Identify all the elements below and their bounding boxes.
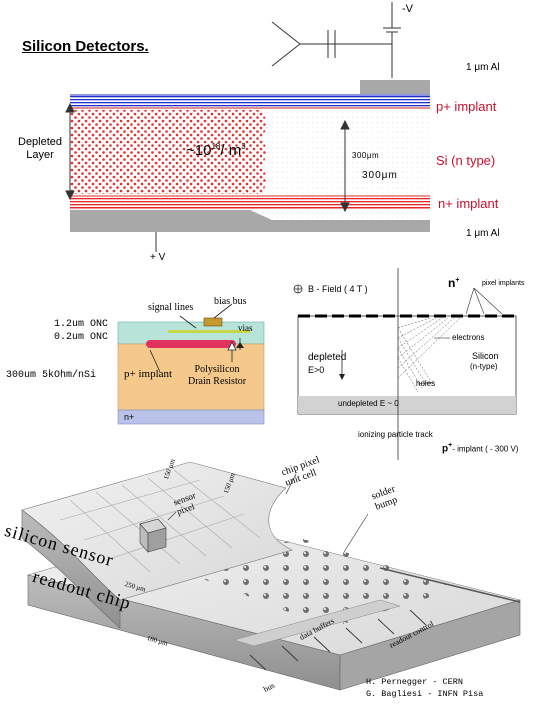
bottom-n-layer	[117, 409, 265, 425]
module-svg	[21, 461, 522, 691]
resistor-label-line2: Drain Resistor	[188, 376, 247, 387]
undepleted-label: undepleted E ~ 0	[338, 399, 399, 408]
p-implant-label: p+ implant	[436, 99, 497, 114]
layer-1-label: 1.2um ONC	[54, 319, 109, 330]
al-bottom-label: 1 μm Al	[466, 228, 500, 239]
n-implant-layer	[70, 196, 430, 208]
depleted-layer-label-line1: Depleted	[18, 136, 63, 148]
credit-line-2: G. Bagliesi - INFN Pisa	[366, 689, 484, 699]
silicon-label: Silicon	[472, 351, 499, 361]
bias-bus-bar	[203, 317, 223, 327]
thickness-small-label: 300μm	[352, 151, 380, 160]
signal-lines-label: signal lines	[148, 302, 194, 313]
doping-unit-exponent: 3	[241, 142, 246, 151]
bulk-label: 300um 5kOhm/nSi	[6, 370, 97, 381]
plus-v-label: + V	[150, 252, 166, 263]
e-field-label: E>0	[308, 365, 325, 375]
n-plus-field-sup: +	[455, 277, 460, 284]
doping-density-label: ~1018/ m3	[186, 142, 246, 159]
al-top-label: 1 μm Al	[466, 62, 500, 73]
page-title: Silicon Detectors.	[22, 38, 149, 55]
depleted-layer-arrow	[65, 102, 75, 201]
depleted-layer-label-line2: Layer	[26, 149, 54, 161]
credit-line-1: H. Pernegger - CERN	[366, 677, 463, 687]
depleted-field-label: depleted	[308, 352, 347, 363]
sensor-side	[21, 509, 121, 629]
layer-2-label: 0.2um ONC	[54, 332, 109, 343]
bias-bus-label: bias bus	[214, 296, 247, 307]
n-implant-label: n+ implant	[438, 196, 499, 211]
p-plus-field-text: p	[442, 443, 449, 455]
n-plus-cell-label: n+	[124, 412, 135, 422]
track-label: ionizing particle track	[358, 430, 433, 439]
doping-density-exponent: 18	[211, 142, 221, 151]
electrons-label: electrons	[452, 333, 485, 342]
bus-lines	[249, 609, 427, 671]
holes-label: holes	[416, 379, 436, 388]
vias-label: vias	[238, 323, 253, 333]
thickness-arrow	[340, 119, 350, 213]
sensor-pixel-grid	[59, 469, 261, 573]
readout-chip-front	[339, 599, 521, 691]
bulk-layer	[117, 343, 265, 411]
aluminium-top	[360, 80, 430, 94]
si-type-label: Si (n type)	[436, 153, 496, 168]
p-implant-cell-label: p+ implant	[124, 368, 173, 380]
pixel-cell-svg	[117, 303, 265, 425]
pixel-implants-label: pixel implants	[482, 280, 525, 287]
n-plus-field-label: n+	[448, 276, 459, 290]
drift-lines	[397, 317, 461, 393]
resistor-label-line1: Polysilicon	[194, 364, 240, 375]
data-buffer-strip	[233, 599, 401, 647]
p-implant-field-label: p+- implant ( - 300 V)	[442, 442, 518, 454]
detector-cross-section: -V	[65, 2, 430, 252]
p-plus-field-sup: +	[448, 442, 453, 449]
doping-density-value: ~10	[186, 142, 212, 159]
credits: H. Pernegger - CERN G. Bagliesi - INFN P…	[366, 676, 483, 700]
depleted-region	[70, 110, 268, 194]
p-implant-voltage-text: - implant ( - 300 V)	[452, 444, 519, 454]
doping-density-unit: / m	[220, 142, 242, 159]
silicon-type-label: (n-type)	[470, 362, 498, 371]
undepleted-region	[298, 396, 516, 414]
resistor-label: Polysilicon Drain Resistor	[188, 364, 246, 388]
p-implant-layer	[70, 95, 430, 108]
n-plus-field-text: n	[448, 276, 456, 290]
field-svg	[293, 268, 517, 460]
b-field-label: B - Field ( 4 T )	[308, 284, 368, 294]
aluminium-bottom	[70, 210, 430, 232]
thickness-large-label: 300μm	[362, 170, 398, 181]
minus-v-label: -V	[402, 3, 414, 15]
polysilicon-line	[168, 330, 250, 333]
p-implant-region	[146, 340, 236, 348]
bias-circuit	[271, 2, 401, 78]
depleted-layer-label: Depleted Layer	[18, 136, 62, 162]
